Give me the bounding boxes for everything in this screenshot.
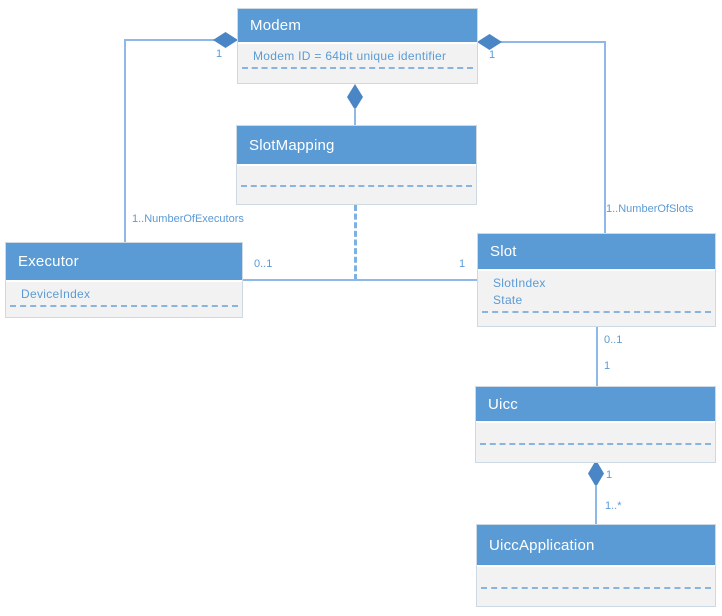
uicc-uiccapplication-connector xyxy=(595,485,597,524)
class-slot-attribute: State xyxy=(493,293,523,307)
multiplicity-modem-side-right: 1 xyxy=(489,49,496,61)
attribute-divider xyxy=(10,305,238,307)
multiplicity-slot-side-lower: 0..1 xyxy=(604,334,623,346)
slot-uicc-connector xyxy=(596,327,598,386)
class-executor[interactable]: Executor DeviceIndex xyxy=(5,242,243,318)
multiplicity-executor-end: 0..1 xyxy=(254,258,273,270)
class-slot-title: Slot xyxy=(478,234,715,271)
class-slot-attribute: SlotIndex xyxy=(493,276,546,290)
executor-slot-connector xyxy=(243,279,477,281)
composition-diamond-uicc-uiccapplication xyxy=(588,460,604,487)
multiplicity-uiccapplication-end: 1..* xyxy=(605,500,622,512)
slotmapping-association-dashed-connector xyxy=(354,205,357,280)
multiplicity-slot-end: 1 xyxy=(459,258,466,270)
class-modem[interactable]: Modem Modem ID = 64bit unique identifier xyxy=(237,8,478,84)
multiplicity-slot-side: 1..NumberOfSlots xyxy=(606,203,694,215)
multiplicity-uicc-end: 1 xyxy=(606,469,613,481)
modem-executor-connector-horizontal xyxy=(124,39,216,41)
class-uiccapplication[interactable]: UiccApplication xyxy=(476,524,716,607)
class-uicc[interactable]: Uicc xyxy=(475,386,716,463)
composition-diamond-modem-executor xyxy=(213,32,238,48)
composition-diamond-modem-slotmapping xyxy=(347,84,363,110)
attribute-divider xyxy=(241,185,472,187)
modem-executor-connector-vertical xyxy=(124,39,126,242)
class-uiccapplication-title: UiccApplication xyxy=(477,525,715,567)
modem-slot-connector-vertical xyxy=(604,41,606,233)
class-modem-attribute: Modem ID = 64bit unique identifier xyxy=(253,49,447,63)
class-executor-title: Executor xyxy=(6,243,242,282)
class-slot[interactable]: Slot SlotIndex State xyxy=(477,233,716,327)
modem-slot-connector-horizontal xyxy=(499,41,606,43)
class-slotmapping[interactable]: SlotMapping xyxy=(236,125,477,205)
attribute-divider xyxy=(242,67,473,69)
multiplicity-uicc-side: 1 xyxy=(604,360,611,372)
attribute-divider xyxy=(480,442,711,445)
multiplicity-modem-side-left: 1 xyxy=(216,48,223,60)
attribute-divider xyxy=(482,311,711,313)
class-executor-attribute: DeviceIndex xyxy=(21,287,91,301)
modem-slotmapping-connector xyxy=(354,108,356,126)
multiplicity-executor-side: 1..NumberOfExecutors xyxy=(132,213,244,225)
class-slotmapping-title: SlotMapping xyxy=(237,126,476,166)
class-uicc-title: Uicc xyxy=(476,387,715,423)
attribute-divider xyxy=(481,586,711,589)
composition-diamond-modem-slot xyxy=(477,34,502,50)
class-modem-title: Modem xyxy=(238,9,477,44)
